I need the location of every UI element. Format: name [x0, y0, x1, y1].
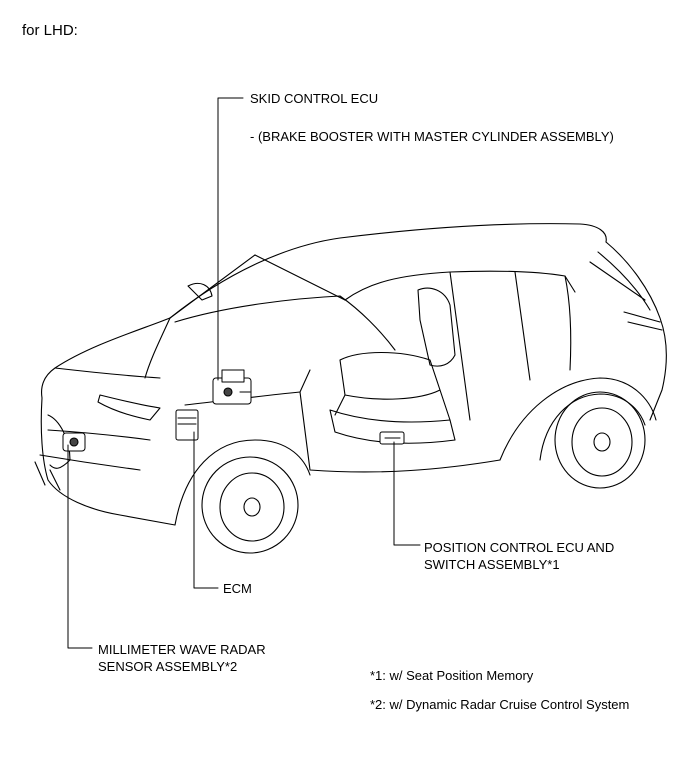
- footnote-2: *2: w/ Dynamic Radar Cruise Control Syst…: [370, 697, 630, 712]
- brake-booster-label: - (BRAKE BOOSTER WITH MASTER CYLINDER AS…: [250, 129, 614, 144]
- position-control-label-line1: POSITION CONTROL ECU AND: [424, 540, 615, 555]
- skid-control-ecu-label: SKID CONTROL ECU: [250, 91, 379, 106]
- skid-control-ecu-part: [212, 369, 252, 405]
- page-heading: for LHD:: [22, 22, 78, 39]
- footnote-1: *1: w/ Seat Position Memory: [370, 668, 534, 683]
- front-wheel: [174, 439, 311, 554]
- leader-lines: [67, 97, 421, 649]
- rear-wheel: [539, 391, 646, 489]
- radar-sensor-part: [62, 432, 86, 452]
- driver-seat: [329, 287, 456, 444]
- position-control-ecu-part: [379, 431, 405, 445]
- car-body: [34, 223, 667, 526]
- ecm-label: ECM: [223, 581, 252, 596]
- radar-label-line2: SENSOR ASSEMBLY*2: [98, 659, 238, 674]
- radar-label-line1: MILLIMETER WAVE RADAR: [98, 642, 266, 657]
- ecm-part: [175, 409, 199, 441]
- position-control-label-line2: SWITCH ASSEMBLY*1: [424, 557, 560, 572]
